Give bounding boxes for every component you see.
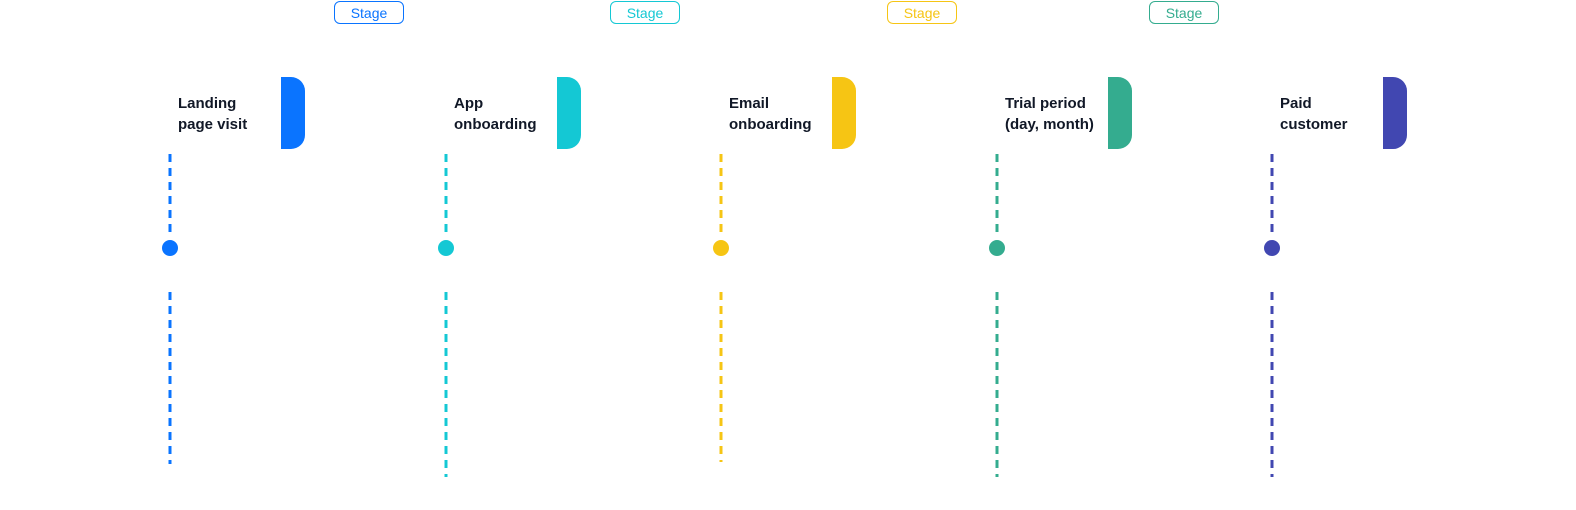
step-label: App onboarding: [454, 93, 564, 135]
step-label: Trial period (day, month): [1005, 93, 1115, 135]
step-color-tab: [557, 77, 581, 149]
timeline-node: [162, 240, 178, 256]
stage-badge-4: Stage: [1149, 1, 1219, 24]
step-color-tab: [1383, 77, 1407, 149]
step-landing-page-visit: Landing page visit: [162, 0, 430, 510]
step-label-line-1: App: [454, 95, 484, 112]
timeline-node: [438, 240, 454, 256]
stage-badge-1: Stage: [334, 1, 404, 24]
step-label-line-2: customer: [1280, 116, 1348, 133]
step-label-line-1: Paid: [1280, 95, 1312, 112]
step-color-tab: [281, 77, 305, 149]
step-trial-period: Trial period (day, month): [989, 0, 1257, 510]
step-label-line-2: page visit: [178, 116, 248, 133]
step-color-tab: [1108, 77, 1132, 149]
step-timeline: [162, 154, 178, 464]
step-paid-customer: Paid customer: [1264, 0, 1532, 510]
step-timeline: [713, 154, 729, 462]
stage-badge-2: Stage: [610, 1, 680, 24]
step-label-line-2: (day, month): [1005, 116, 1094, 133]
stage-badge-label: Stage: [903, 4, 941, 21]
step-app-onboarding: App onboarding: [438, 0, 706, 510]
step-label: Email onboarding: [729, 93, 839, 135]
timeline-node: [713, 240, 729, 256]
step-timeline: [438, 154, 454, 477]
step-label-line-1: Email: [729, 95, 770, 112]
stage-badge-3: Stage: [887, 1, 957, 24]
timeline-node: [1264, 240, 1280, 256]
step-label-line-1: Landing: [178, 95, 237, 112]
stage-badge-label: Stage: [350, 4, 388, 21]
step-label: Paid customer: [1280, 93, 1390, 135]
step-label-line-2: onboarding: [454, 116, 537, 133]
step-label-line-1: Trial period: [1005, 95, 1086, 112]
step-label: Landing page visit: [178, 93, 288, 135]
step-email-onboarding: Email onboarding: [713, 0, 981, 510]
step-color-tab: [832, 77, 856, 149]
stage-badge-label: Stage: [626, 4, 664, 21]
stage-badge-label: Stage: [1165, 4, 1203, 21]
step-timeline: [1264, 154, 1280, 477]
step-timeline: [989, 154, 1005, 477]
step-label-line-2: onboarding: [729, 116, 812, 133]
timeline-node: [989, 240, 1005, 256]
